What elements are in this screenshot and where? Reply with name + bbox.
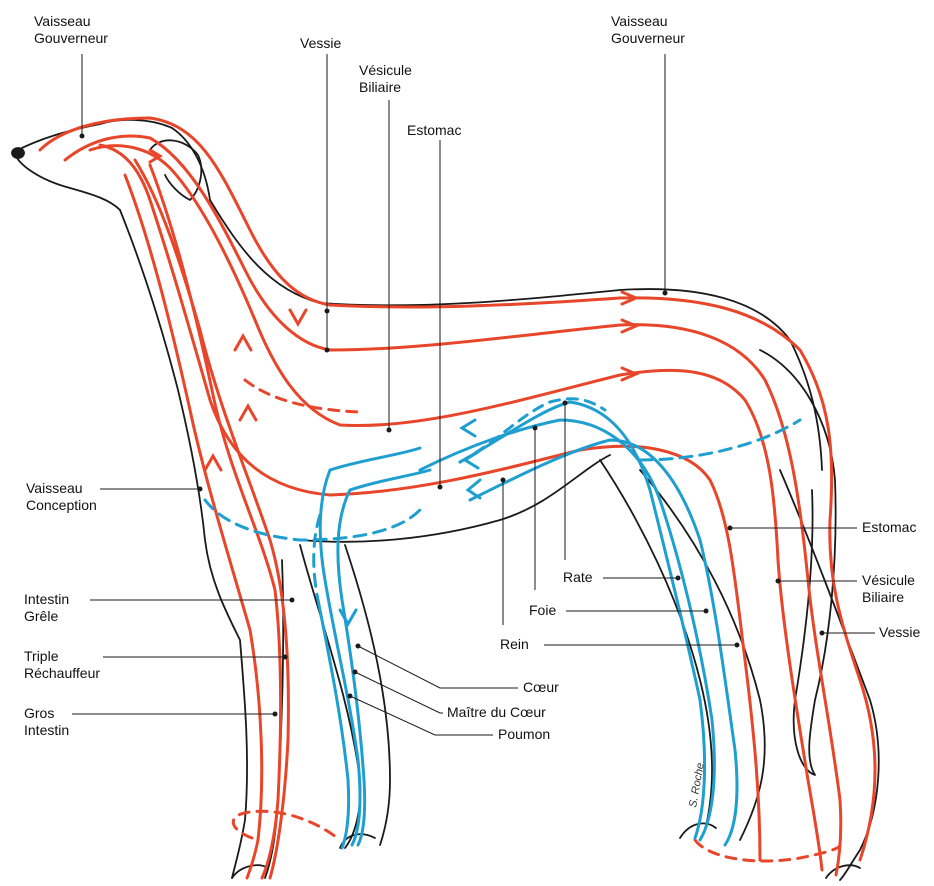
arrow-7	[205, 456, 221, 470]
label-line: Intestin	[24, 722, 69, 739]
blue-arrow-4	[340, 610, 356, 624]
label-line: Cœur	[523, 679, 559, 696]
ear-outline	[150, 140, 201, 200]
label-vesicule-biliaire-right: Vésicule Biliaire	[862, 572, 915, 606]
label-line: Vessie	[300, 35, 341, 52]
label-line: Biliaire	[862, 589, 915, 606]
label-estomac-right: Estomac	[862, 519, 916, 536]
red-dashed-front-paw	[233, 811, 340, 840]
dot-foie-leg	[704, 609, 709, 614]
dot-gouverneur-left	[80, 134, 85, 139]
label-line: Vaisseau	[26, 480, 97, 497]
dot-foie	[533, 426, 538, 431]
dot-rein	[501, 478, 506, 483]
arrow-6	[240, 406, 256, 420]
nose-icon	[12, 148, 24, 158]
label-vessie-top: Vessie	[300, 35, 341, 52]
dot-gouverneur-right	[663, 291, 668, 296]
label-rein: Rein	[500, 636, 529, 653]
label-estomac-top: Estomac	[407, 122, 461, 139]
label-line: Conception	[26, 497, 97, 514]
label-line: Gouverneur	[34, 30, 108, 47]
blue-arrow-1	[462, 420, 475, 436]
jaw-outline	[14, 152, 120, 210]
red-dashed-shoulder	[245, 380, 360, 412]
conception-dashed	[205, 500, 420, 540]
blue-arrow-3	[468, 480, 480, 498]
intestin-grele-meridian	[135, 160, 288, 878]
poumon-meridian-leg	[318, 600, 349, 848]
label-vessie-right: Vessie	[879, 624, 920, 641]
dot-maitre-coeur	[353, 670, 358, 675]
label-coeur: Cœur	[523, 679, 559, 696]
label-poumon: Poumon	[498, 726, 550, 743]
label-line: Gouverneur	[611, 30, 685, 47]
dot-vesicule-top	[387, 428, 392, 433]
dot-gros-intestin	[273, 712, 278, 717]
dot-conception	[198, 487, 203, 492]
leader-maitre-coeur	[355, 672, 443, 713]
label-vesicule-biliaire-top: Vésicule Biliaire	[359, 62, 412, 96]
arrow-4	[290, 310, 306, 324]
label-line: Foie	[529, 602, 556, 619]
label-gros-intestin: Gros Intestin	[24, 705, 69, 739]
blue-arrow-2	[465, 452, 478, 468]
label-line: Biliaire	[359, 79, 412, 96]
label-line: Grêle	[24, 608, 69, 625]
label-line: Intestin	[24, 591, 69, 608]
dog-outline	[12, 120, 879, 880]
dot-estomac-top	[438, 485, 443, 490]
label-line: Estomac	[407, 122, 461, 139]
arrow-5	[235, 336, 251, 350]
coeur-meridian	[320, 448, 420, 845]
rate-meridian	[460, 402, 705, 838]
label-maitre-du-coeur: Maître du Cœur	[447, 704, 546, 721]
leader-dots	[80, 134, 825, 717]
label-vaisseau-conception: Vaisseau Conception	[26, 480, 97, 514]
label-line: Vésicule	[862, 572, 915, 589]
dot-vessie-right	[820, 631, 825, 636]
label-vaisseau-gouverneur-left: Vaisseau Gouverneur	[34, 13, 108, 47]
dot-rate	[563, 401, 568, 406]
leader-coeur	[358, 646, 518, 688]
label-line: Vaisseau	[611, 13, 685, 30]
label-line: Triple	[24, 648, 100, 665]
dot-vessie-top2	[325, 309, 330, 314]
dot-rate-leg	[676, 576, 681, 581]
maitre-coeur-meridian	[338, 470, 430, 845]
dot-intestin-grele	[290, 598, 295, 603]
vessie-meridian	[65, 136, 841, 875]
label-line: Gros	[24, 705, 69, 722]
label-line: Rate	[563, 569, 593, 586]
label-line: Poumon	[498, 726, 550, 743]
dot-rein-leg	[735, 643, 740, 648]
label-foie: Foie	[529, 602, 556, 619]
label-intestin-grele: Intestin Grêle	[24, 591, 69, 625]
dot-poumon	[348, 694, 353, 699]
label-line: Vessie	[879, 624, 920, 641]
label-line: Vaisseau	[34, 13, 108, 30]
label-rate: Rate	[563, 569, 593, 586]
dot-coeur	[356, 644, 361, 649]
dot-vesicule-right	[776, 579, 781, 584]
dot-estomac-right	[728, 526, 733, 531]
dot-vessie-top	[325, 348, 330, 353]
leader-lines	[72, 54, 875, 735]
conception-dashed-belly	[640, 420, 800, 460]
label-line: Maître du Cœur	[447, 704, 546, 721]
label-vaisseau-gouverneur-right: Vaisseau Gouverneur	[611, 13, 685, 47]
label-triple-rechauffeur: Triple Réchauffeur	[24, 648, 100, 682]
label-line: Réchauffeur	[24, 665, 100, 682]
yang-meridians	[40, 118, 875, 878]
label-line: Rein	[500, 636, 529, 653]
label-line: Vésicule	[359, 62, 412, 79]
dot-triple	[283, 655, 288, 660]
label-line: Estomac	[862, 519, 916, 536]
